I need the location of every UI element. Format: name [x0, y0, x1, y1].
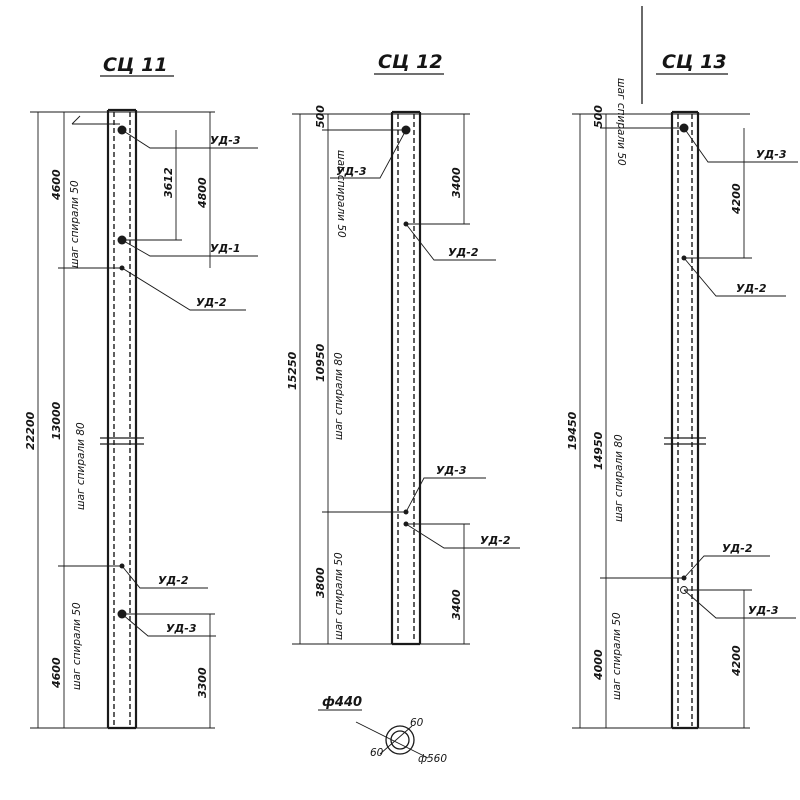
leader-line	[121, 613, 216, 637]
pile-sc11: СЦ 11 22200 4600 13000 4600 шаг спирали …	[24, 54, 258, 730]
dim-inner: 4800	[196, 177, 209, 209]
leader-line	[683, 555, 770, 579]
dim-segment: 13000	[50, 401, 63, 440]
spiral-pitch-note: шаг спирали 50	[615, 78, 627, 166]
section-inner-circle	[390, 730, 410, 750]
section-axis-line	[379, 725, 413, 755]
dim-tick	[71, 115, 81, 125]
dim-inner: 3400	[450, 589, 463, 620]
dim-inner: 4200	[730, 183, 743, 215]
spiral-pitch-note: шаг спирали 80	[333, 352, 345, 440]
dim-inner: 3300	[196, 667, 209, 698]
dim-total: 15250	[286, 351, 299, 390]
dim-segment: 500	[314, 105, 327, 128]
dim-segment: 3800	[314, 567, 327, 598]
part-tag: УД-3	[756, 148, 787, 161]
section-outer-circle	[385, 725, 415, 755]
leader-line	[405, 477, 486, 513]
section-dim: ф560	[418, 753, 447, 765]
section-dim: 60	[370, 747, 384, 759]
spiral-pitch-note: шаг спирали 50	[333, 552, 345, 640]
dim-segment: 4600	[50, 657, 63, 689]
section-diameter-label: ф440	[322, 695, 362, 710]
cross-section: ф440 60 60 ф560	[318, 695, 447, 765]
embedded-part-marker	[680, 586, 688, 594]
pile-title: СЦ 13	[662, 51, 727, 73]
part-tag: УД-3	[210, 134, 241, 147]
leader-line	[683, 589, 796, 619]
pile-sc13: СЦ 13 19450 500 14950 4000 шаг спирали 5…	[566, 6, 798, 730]
leader-line	[121, 267, 246, 311]
spiral-pitch-note: шаг спирали 50	[71, 602, 83, 690]
dim-inner: 3612	[162, 167, 175, 198]
leader-line	[121, 239, 258, 257]
part-tag: УД-3	[336, 165, 367, 178]
pile-title: СЦ 11	[103, 54, 168, 76]
dim-segment: 500	[592, 105, 605, 128]
dim-segment: 10950	[314, 343, 327, 382]
part-tag: УД-3	[436, 464, 467, 477]
leader-line	[405, 523, 520, 549]
part-tag: УД-2	[480, 534, 511, 547]
spiral-pitch-note: шаг спирали 80	[75, 422, 87, 510]
part-tag: УД-2	[722, 542, 753, 555]
part-tag: УД-3	[166, 622, 197, 635]
leader-line	[683, 127, 798, 163]
dim-inner: 4200	[730, 645, 743, 677]
spiral-pitch-note: шаг спирали 50	[611, 612, 623, 700]
leader-line	[330, 129, 407, 179]
part-tag: УД-2	[448, 246, 479, 259]
dim-inner: 3400	[450, 167, 463, 198]
dim-total: 22200	[24, 411, 37, 450]
part-tag: УД-3	[748, 604, 779, 617]
leader-line	[121, 129, 258, 149]
pile-title: СЦ 12	[378, 51, 443, 73]
spiral-pitch-note: шаг спирали 50	[335, 150, 347, 238]
part-tag: УД-2	[736, 282, 767, 295]
spiral-pitch-note: шаг спирали 50	[69, 180, 81, 268]
dim-segment: 4600	[50, 169, 63, 201]
part-tag: УД-2	[196, 296, 227, 309]
part-tag: УД-1	[210, 242, 241, 255]
section-axis-line	[355, 721, 429, 759]
part-tag: УД-2	[158, 574, 189, 587]
leader-line	[405, 223, 496, 261]
leader-line	[683, 257, 786, 297]
pile-sc12: СЦ 12 15250 500 10950 3800 шаг спирали 5…	[286, 51, 520, 646]
spiral-pitch-note: шаг спирали 80	[613, 434, 625, 522]
leader-line	[121, 565, 208, 589]
section-dim: 60	[410, 717, 424, 729]
dim-total: 19450	[566, 411, 579, 450]
dim-segment: 14950	[592, 431, 605, 470]
dim-segment: 4000	[592, 649, 605, 681]
